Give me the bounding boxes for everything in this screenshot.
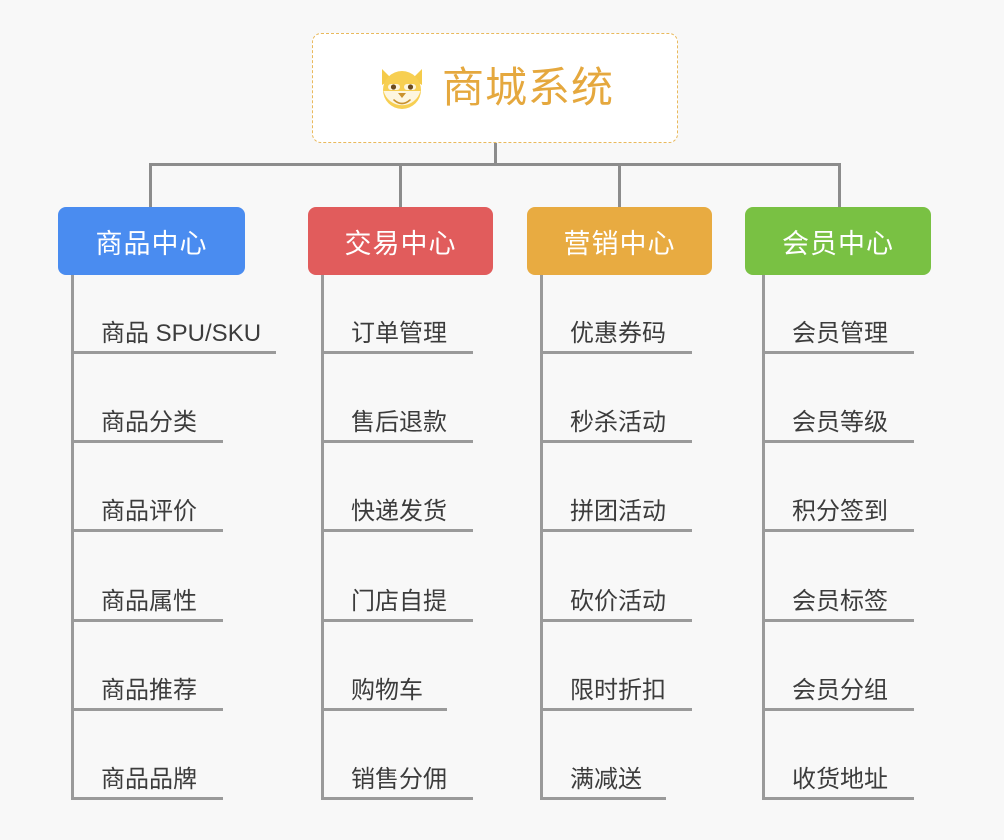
leaf-item-label: 售后退款 (351, 409, 447, 437)
leaf-underline (321, 351, 473, 354)
leaf-underline (71, 351, 276, 354)
horizontal-bus-connector (149, 163, 841, 166)
root-node[interactable]: 商城系统 (312, 33, 678, 143)
root-node-content: 商城系统 (376, 65, 614, 111)
category-header-4[interactable]: 会员中心 (745, 207, 931, 275)
branch-trunk-4 (762, 275, 765, 800)
leaf-underline (762, 707, 914, 711)
branch-trunk-2 (321, 275, 324, 800)
leaf-item-label: 商品品牌 (101, 766, 197, 793)
leaf-item-label: 购物车 (351, 676, 423, 704)
branch-drop-connector-2 (399, 163, 402, 208)
branch-trunk-3 (540, 275, 543, 800)
branch-drop-connector-1 (149, 163, 152, 208)
leaf-item-label: 收货地址 (792, 766, 888, 793)
leaf-underline (321, 618, 473, 622)
root-stem-connector (494, 143, 497, 165)
leaf-underline (71, 440, 223, 444)
branch-trunk-1 (71, 275, 74, 800)
leaf-item-label: 拼团活动 (570, 498, 666, 526)
leaf-underline (762, 529, 914, 533)
leaf-item-label: 商品分类 (101, 409, 197, 437)
leaf-underline (762, 797, 914, 800)
leaf-item-label: 砍价活动 (570, 587, 666, 615)
shiba-dog-face-icon (376, 65, 428, 111)
leaf-item-label: 快递发货 (351, 498, 447, 526)
root-title: 商城系统 (441, 64, 614, 111)
leaf-underline (71, 707, 223, 711)
leaf-underline (71, 797, 223, 800)
leaf-underline (321, 707, 447, 711)
leaf-item-label: 限时折扣 (570, 676, 666, 704)
leaf-underline (762, 618, 914, 622)
branch-drop-connector-4 (838, 163, 841, 208)
leaf-item-label: 会员等级 (792, 409, 888, 437)
leaf-item-label: 会员标签 (792, 587, 888, 615)
category-header-3[interactable]: 营销中心 (527, 207, 712, 275)
leaf-underline (71, 529, 223, 533)
leaf-underline (540, 351, 692, 354)
leaf-item-label: 满减送 (570, 766, 642, 793)
leaf-underline (71, 618, 223, 622)
leaf-underline (762, 440, 914, 444)
leaf-item-label: 商品属性 (101, 587, 197, 615)
leaf-underline (540, 618, 692, 622)
leaf-item-label: 积分签到 (792, 498, 888, 526)
leaf-item-label: 优惠券码 (570, 320, 666, 347)
leaf-item-label: 商品 SPU/SKU (101, 320, 262, 347)
leaf-underline (540, 797, 666, 800)
leaf-item-label: 门店自提 (351, 587, 447, 615)
leaf-item-label: 销售分佣 (351, 766, 447, 793)
branch-drop-connector-3 (618, 163, 621, 208)
leaf-underline (762, 351, 914, 354)
leaf-underline (540, 440, 692, 444)
leaf-item-label: 会员管理 (792, 320, 888, 347)
category-header-2[interactable]: 交易中心 (308, 207, 493, 275)
leaf-underline (321, 529, 473, 533)
leaf-item-label: 会员分组 (792, 676, 888, 704)
leaf-item-label: 商品评价 (101, 498, 197, 526)
leaf-underline (540, 707, 692, 711)
leaf-item-label: 订单管理 (351, 320, 447, 347)
category-header-1[interactable]: 商品中心 (58, 207, 245, 275)
leaf-item-label: 商品推荐 (101, 676, 197, 704)
leaf-underline (321, 440, 473, 444)
leaf-underline (321, 797, 473, 800)
leaf-underline (540, 529, 692, 533)
leaf-item-label: 秒杀活动 (570, 409, 666, 437)
